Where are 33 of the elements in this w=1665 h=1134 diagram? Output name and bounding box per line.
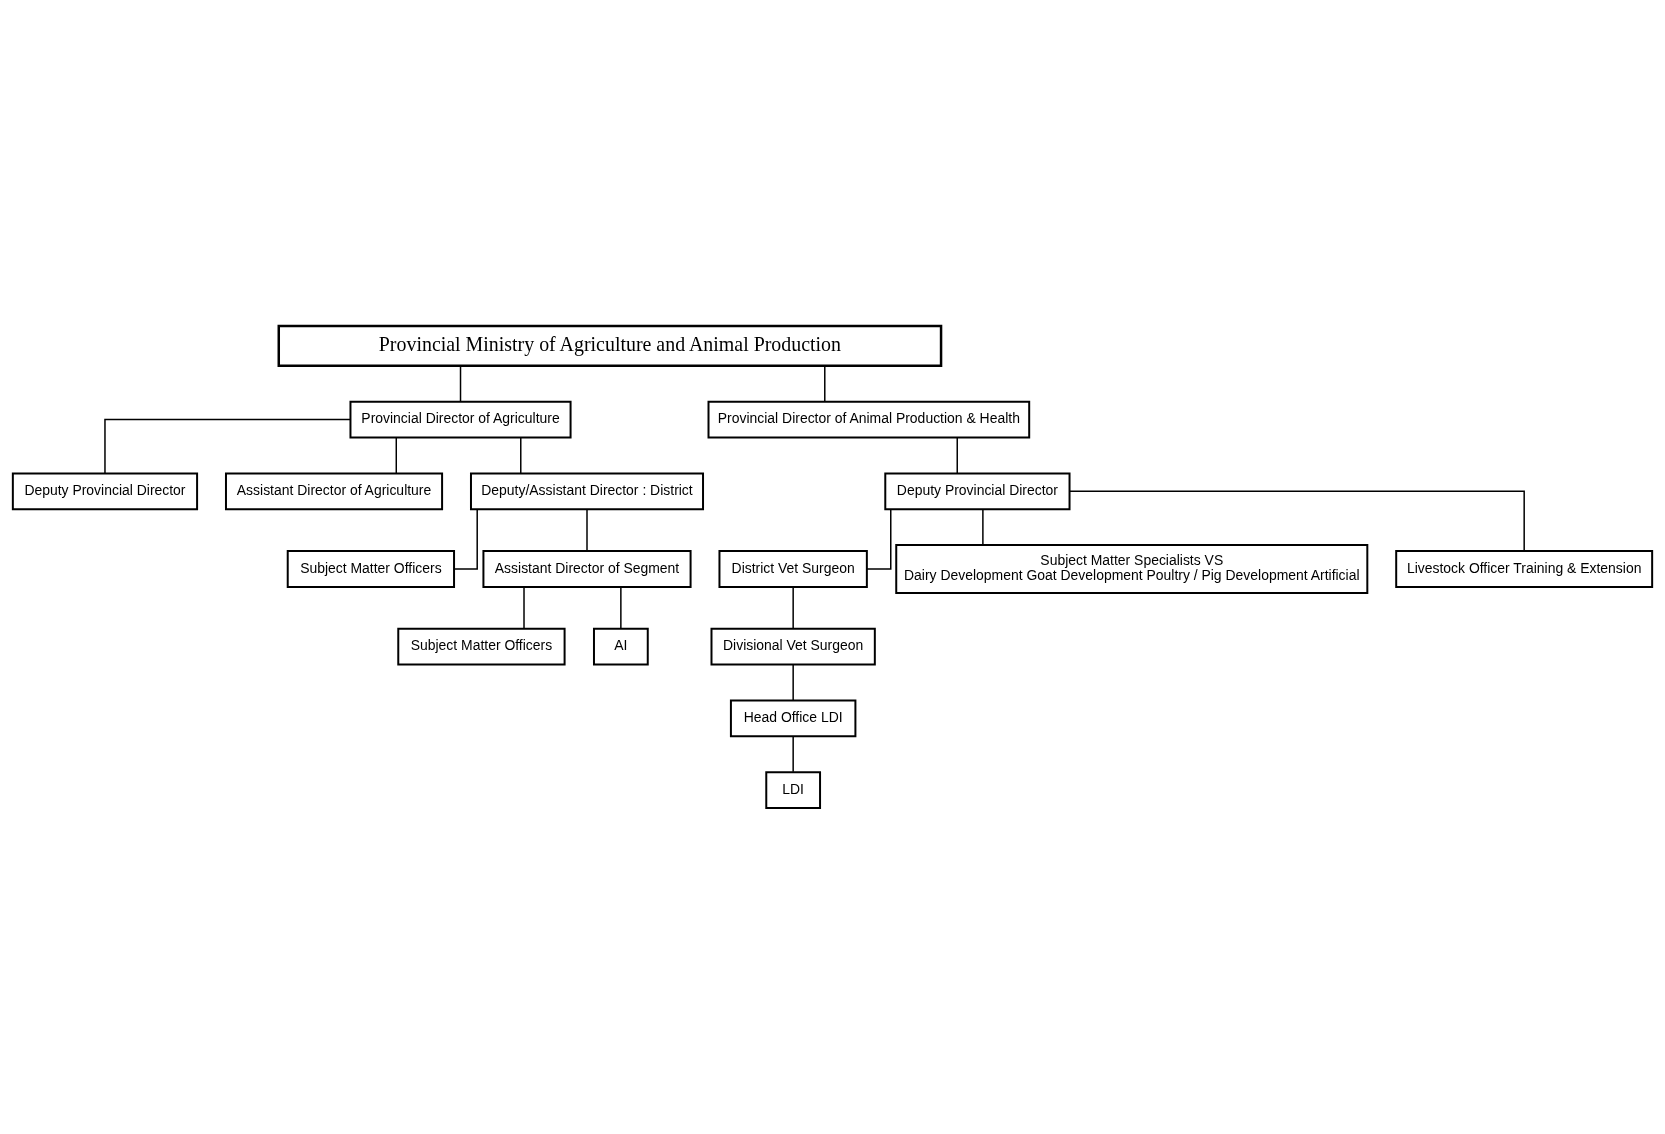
connector <box>792 586 794 630</box>
node-box: Livestock Officer Training & Extension <box>1395 550 1654 588</box>
connector <box>586 508 588 552</box>
node-box: Divisional Vet Surgeon <box>710 627 876 666</box>
node-box: Provincial Ministry of Agriculture and Animal Production <box>277 324 943 368</box>
node-box: Deputy/Assistant Director : District <box>470 472 705 511</box>
connector <box>792 735 794 773</box>
node-box: Deputy Provincial Director <box>884 472 1071 511</box>
connector <box>453 508 478 570</box>
node-box: Subject Matter Officers <box>397 627 566 666</box>
node-box: Head Office LDI <box>729 699 857 738</box>
node-box: Assistant Director of Segment <box>482 550 692 588</box>
node-box: Provincial Director of Animal Production & Health <box>707 400 1031 439</box>
node-box: LDI <box>765 771 822 809</box>
connector <box>520 436 522 474</box>
connector <box>982 508 984 546</box>
connector <box>1068 490 1525 552</box>
connector <box>956 436 958 474</box>
node-box: AI <box>592 627 649 666</box>
node-box: Provincial Director of Agriculture <box>349 400 572 439</box>
connector <box>459 365 462 403</box>
connector <box>395 436 398 474</box>
node-box: Deputy Provincial Director <box>11 472 199 511</box>
connector <box>824 365 826 403</box>
connector <box>104 418 352 474</box>
connector <box>866 508 892 570</box>
node-box: Subject Matter Officers <box>286 550 456 588</box>
node-box: District Vet Surgeon <box>718 550 868 588</box>
connector <box>523 586 525 630</box>
node-box: Assistant Director of Agriculture <box>225 472 444 511</box>
node-box: Subject Matter Specialists VS Dairy Development Goat Development Poultry / Pig Development Artificial <box>895 544 1369 594</box>
connector <box>620 586 622 630</box>
connector <box>792 664 794 701</box>
